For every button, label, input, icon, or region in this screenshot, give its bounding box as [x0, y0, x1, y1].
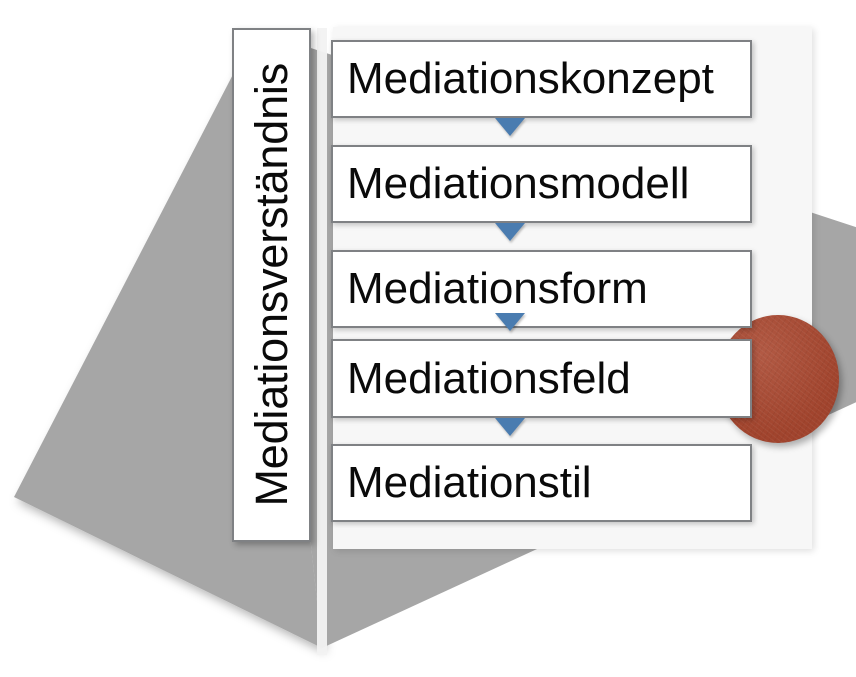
stage-label: Mediationsform	[347, 264, 648, 313]
side-label-box[interactable]: Mediationsverständnis	[232, 28, 311, 542]
stage-label: Mediationstil	[347, 458, 592, 507]
down-arrow-icon	[495, 118, 525, 136]
stage-box-mediationskonzept[interactable]: Mediationskonzept	[331, 40, 752, 118]
stage-label: Mediationskonzept	[347, 54, 714, 103]
stage-label: Mediationsfeld	[347, 353, 631, 403]
pyramid-front-edge	[317, 28, 327, 655]
down-arrow-icon	[495, 223, 525, 241]
stage-label: Mediationsmodell	[347, 159, 690, 208]
stage-box-mediationstil[interactable]: Mediationstil	[331, 444, 752, 522]
side-label-text: Mediationsverständnis	[246, 63, 297, 507]
stage-box-mediationsform[interactable]: Mediationsform	[331, 250, 752, 328]
stage-box-mediationsmodell[interactable]: Mediationsmodell	[331, 145, 752, 223]
down-arrow-icon	[495, 418, 525, 436]
down-arrow-icon	[495, 313, 525, 331]
stage-box-mediationsfeld[interactable]: Mediationsfeld	[331, 339, 752, 418]
